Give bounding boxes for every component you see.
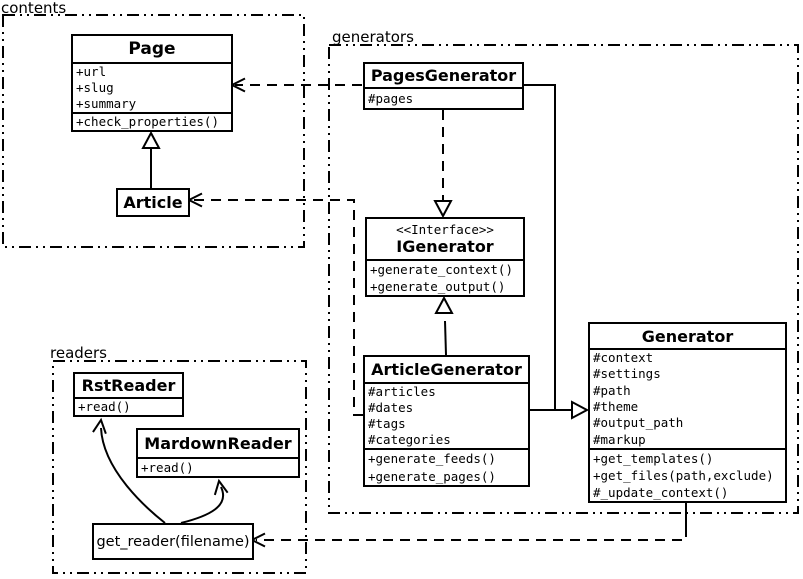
hollow-triangle-arrowhead <box>433 200 453 219</box>
uml-attribute: +url <box>76 64 107 79</box>
methods-compartment: +get_templates() +get_files(path,exclude)… <box>590 448 785 501</box>
class-article-generator: ArticleGenerator #articles#dates#tags#ca… <box>363 355 530 487</box>
article-extends-page-connector <box>141 130 161 188</box>
get-reader-creates-mardownreader-connector <box>180 478 229 524</box>
generator-uses-get-reader-connector <box>249 527 687 548</box>
uml-attribute: +summary <box>76 96 137 111</box>
function-label: get_reader(filename) <box>96 533 250 550</box>
class-article: Article <box>116 188 190 217</box>
class-name: IGenerator <box>396 236 494 256</box>
class-mardown-reader: MardownReader +read() <box>136 428 300 478</box>
methods-compartment: +generate_feeds() +generate_pages() <box>365 448 528 485</box>
articlegenerator-extends-igenerator-connector <box>434 295 454 356</box>
class-title: <<Interface>> IGenerator <box>367 219 523 259</box>
uml-method: #_update_context() <box>593 485 729 500</box>
methods-compartment: +read() <box>75 397 182 415</box>
uml-method: +generate_context() <box>370 262 513 277</box>
package-border-readers <box>52 360 307 574</box>
uml-attribute: #tags <box>368 416 406 431</box>
class-rst-reader: RstReader +read() <box>73 372 184 417</box>
articlegenerator-uses-article-connector <box>186 192 363 416</box>
uml-attribute: +slug <box>76 80 114 95</box>
uml-method: +generate_output() <box>370 279 506 294</box>
uml-method: +read() <box>78 399 131 414</box>
class-name: Page <box>128 39 176 59</box>
package-border-contents <box>2 14 305 248</box>
uml-method: +check_properties() <box>76 114 219 129</box>
get-reader-creates-rstreader-connector <box>92 417 166 524</box>
stereotype-label: <<Interface>> <box>396 221 494 237</box>
class-name: MardownReader <box>144 434 292 453</box>
function-box-get-reader: get_reader(filename) <box>92 523 254 560</box>
attributes-compartment: +url+slug+summary <box>73 62 231 112</box>
uml-attribute: #markup <box>593 431 646 447</box>
uml-attribute: #pages <box>368 91 414 106</box>
methods-compartment: +read() <box>138 457 298 476</box>
class-page: Page +url+slug+summary +check_properties… <box>71 34 233 132</box>
class-name: Generator <box>641 326 734 346</box>
uml-method: +generate_pages() <box>368 468 496 484</box>
uml-attribute: #path <box>593 382 631 398</box>
hollow-triangle-arrowhead <box>141 130 161 149</box>
uml-attribute: #output_path <box>593 415 684 431</box>
uml-attribute: #settings <box>593 366 661 382</box>
pagesgenerator-uses-page-connector <box>229 77 362 93</box>
uml-attribute: #theme <box>593 398 639 414</box>
uml-attribute: #context <box>593 350 654 365</box>
attributes-compartment: #pages <box>365 87 522 108</box>
package-label-readers: readers <box>50 344 107 362</box>
uml-method: +get_files(path,exclude) <box>593 468 774 483</box>
open-arrowhead <box>92 417 107 435</box>
class-igenerator: <<Interface>> IGenerator +generate_conte… <box>365 217 525 297</box>
uml-attribute: #categories <box>368 432 451 447</box>
methods-compartment: +check_properties() <box>73 112 231 130</box>
attributes-compartment: #context#settings#path#theme#output_path… <box>590 348 785 448</box>
uml-attribute: #dates <box>368 400 414 415</box>
class-name: Article <box>123 193 183 212</box>
methods-compartment: +generate_context() +generate_output() <box>367 259 523 295</box>
class-name: PagesGenerator <box>370 66 517 85</box>
uml-method: +get_templates() <box>593 451 714 466</box>
uml-attribute: #articles <box>368 384 436 399</box>
hollow-triangle-arrowhead <box>571 400 590 420</box>
uml-method: +generate_feeds() <box>368 451 496 466</box>
open-arrowhead <box>213 478 229 496</box>
articlegenerator-extends-generator-connector <box>526 400 590 420</box>
attributes-compartment: #articles#dates#tags#categories <box>365 382 528 448</box>
package-label-generators: generators <box>332 28 414 46</box>
class-name: ArticleGenerator <box>371 360 522 379</box>
hollow-triangle-arrowhead <box>434 295 454 314</box>
package-border-generators <box>328 44 799 514</box>
pagesgenerator-implements-igenerator-connector <box>433 110 453 219</box>
class-generator: Generator #context#settings#path#theme#o… <box>588 322 787 503</box>
uml-method: +read() <box>141 460 194 475</box>
class-name: RstReader <box>81 376 176 395</box>
class-pages-generator: PagesGenerator #pages <box>363 62 524 110</box>
package-label-contents: contents <box>1 0 67 17</box>
